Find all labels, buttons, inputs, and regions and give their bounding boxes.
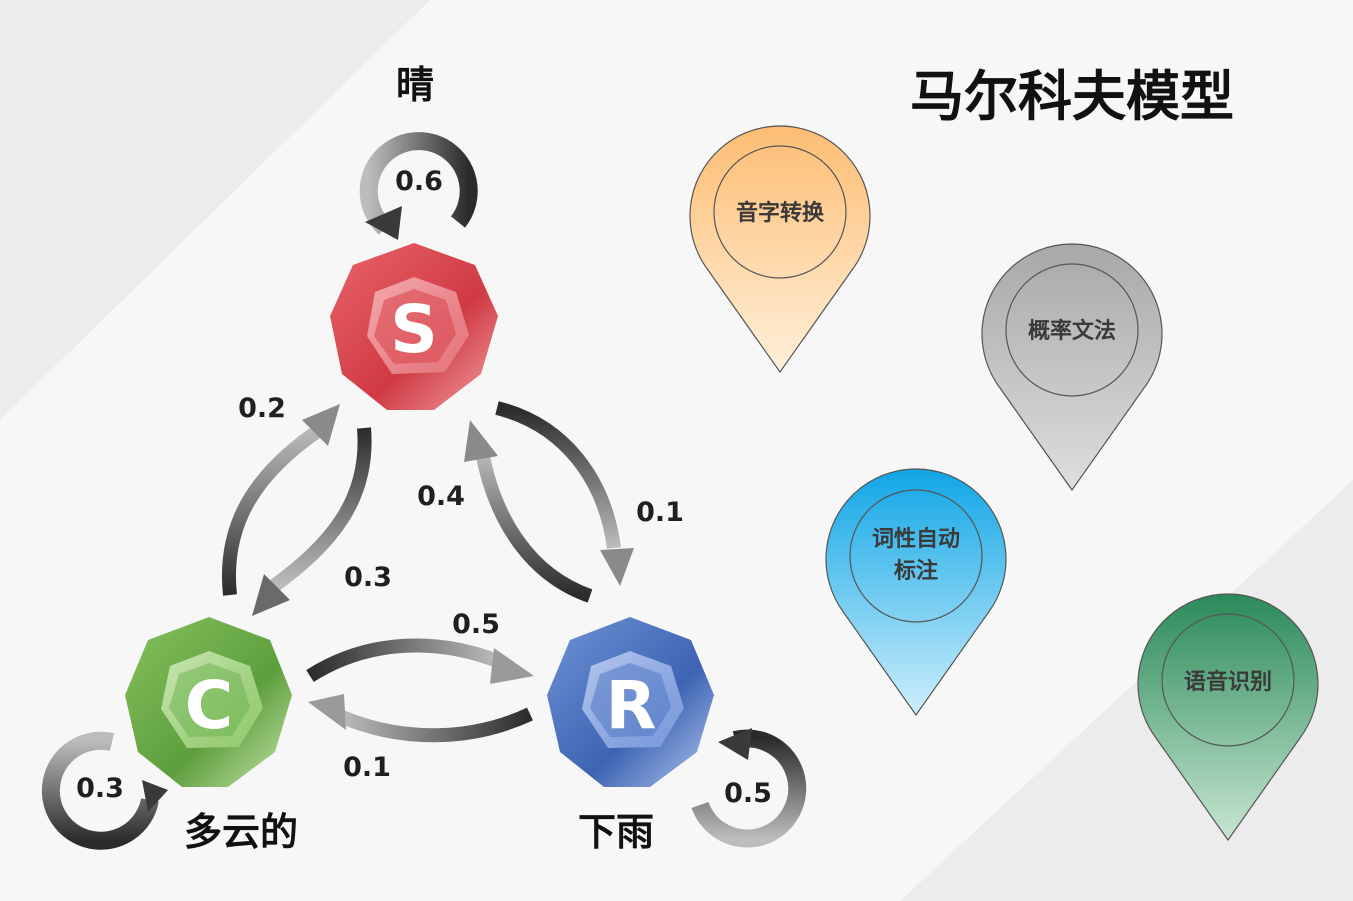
arrow-sunny-to-rainy [495,401,634,586]
pin-speech-recognition: 语音识别 [1137,593,1319,842]
state-letter-cloudy: C [185,667,233,744]
state-letter-rainy: R [606,667,657,744]
arrow-rainy-to-cloudy [308,694,533,743]
slide-title: 马尔科夫模型 [910,65,1234,128]
loop-arrow-rainy [691,728,807,848]
pin-label-pos-tagging-line2: 标注 [894,558,938,584]
background-accent-top-left [0,0,430,420]
state-name-cloudy: 多云的 [184,810,298,854]
state-name-sunny: 晴 [396,63,434,107]
pin-label-pos-tagging-line1: 词性自动 [872,526,960,552]
prob-rainy-self: 0.5 [724,778,772,809]
prob-sunny-to-rainy: 0.1 [636,497,684,528]
state-letter-sunny: S [390,291,438,368]
state-node-sunny: S [330,243,498,410]
state-name-rainy: 下雨 [578,810,654,854]
prob-rainy-to-cloudy: 0.1 [343,752,391,783]
arrow-cloudy-to-rainy [306,638,534,684]
prob-cloudy-to-rainy: 0.5 [452,609,500,640]
loop-arrow-sunny [359,132,478,240]
prob-sunny-self: 0.6 [395,166,443,197]
pin-label-pinyin-conversion: 音字转换 [736,200,825,226]
pin-probabilistic-grammar: 概率文法 [981,243,1163,492]
arrow-sunny-to-cloudy [252,427,372,616]
pin-label-speech-recognition: 语音识别 [1184,669,1272,695]
arrow-rainy-to-sunny [464,420,593,603]
prob-cloudy-self: 0.3 [76,773,124,804]
prob-rainy-to-sunny: 0.4 [417,481,465,512]
pin-label-probabilistic-grammar: 概率文法 [1028,318,1116,344]
loop-arrow-cloudy [41,731,168,850]
pin-pinyin-conversion: 音字转换 [689,125,871,374]
prob-sunny-to-cloudy: 0.3 [344,562,392,593]
state-node-cloudy: C [125,617,292,787]
state-node-rainy: R [547,617,714,787]
arrow-cloudy-to-sunny [222,404,340,596]
prob-cloudy-to-sunny: 0.2 [238,393,286,424]
pin-pos-tagging: 词性自动 标注 [825,468,1007,717]
